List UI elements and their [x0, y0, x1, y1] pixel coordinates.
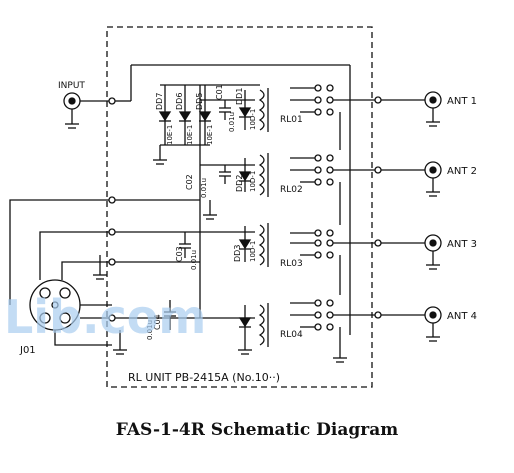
cap-value-c02: 0.01u	[200, 178, 208, 198]
figure-caption: FAS-1-4R Schematic Diagram	[115, 420, 399, 440]
diode-part-dd6: 10E-1	[186, 125, 194, 145]
cap-label-c01: C01	[215, 84, 224, 100]
diode-part-dd5: 10E-1	[206, 125, 214, 145]
ant-3-connector	[424, 234, 442, 270]
diode-label-dd1: DD1	[235, 88, 244, 105]
diode-label-dd2: DD2	[235, 175, 244, 192]
diode-dd7	[158, 85, 172, 145]
cap-value-c03: 0.01u	[190, 250, 198, 270]
cap-value-c01: 0.01u	[228, 112, 236, 132]
ant-2-connector	[424, 161, 442, 197]
cap-value-c04: 0.01u	[146, 320, 154, 340]
relay-row-3	[179, 223, 315, 267]
diode-label-dd7: DD7	[155, 93, 164, 110]
relay-label-2: RL02	[280, 185, 303, 195]
ant-label-1: ANT 1	[447, 96, 477, 107]
diode-label-dd5: DD5	[195, 93, 204, 110]
diode-label-dd6: DD6	[175, 93, 184, 110]
cap-label-c04: C04	[153, 314, 162, 330]
ant-label-2: ANT 2	[447, 166, 477, 177]
diode-dd6	[178, 85, 192, 145]
relay-label-4: RL04	[280, 330, 303, 340]
ant-1-connector	[424, 91, 442, 127]
input-label: INPUT	[58, 81, 85, 91]
diode-part-dd3: 10D-1	[249, 241, 257, 262]
cap-label-c03: C03	[175, 246, 184, 262]
diode-dd5	[198, 85, 212, 145]
diode-part-dd1: 10D-1	[249, 109, 257, 130]
diode-part-dd7: 10E-1	[166, 125, 174, 145]
ant-label-3: ANT 3	[447, 239, 477, 250]
unit-label: RL UNIT PB-2415A (No.10··)	[128, 371, 280, 384]
ant-label-4: ANT 4	[447, 311, 477, 322]
relay-row-1	[200, 87, 315, 132]
relay-contacts	[314, 84, 334, 331]
relay-label-1: RL01	[280, 115, 303, 125]
ant-4-connector	[424, 306, 442, 342]
connector-label: J01	[19, 345, 36, 356]
cap-label-c02: C02	[185, 174, 194, 190]
diode-label-dd3: DD3	[233, 245, 242, 262]
relay-row-4	[164, 300, 315, 355]
watermark: Lib.com	[4, 290, 206, 344]
relay-row-2	[200, 153, 315, 197]
relay-label-3: RL03	[280, 259, 303, 269]
unit-boundary	[106, 26, 373, 388]
diode-part-dd2: 10D-1	[249, 171, 257, 192]
